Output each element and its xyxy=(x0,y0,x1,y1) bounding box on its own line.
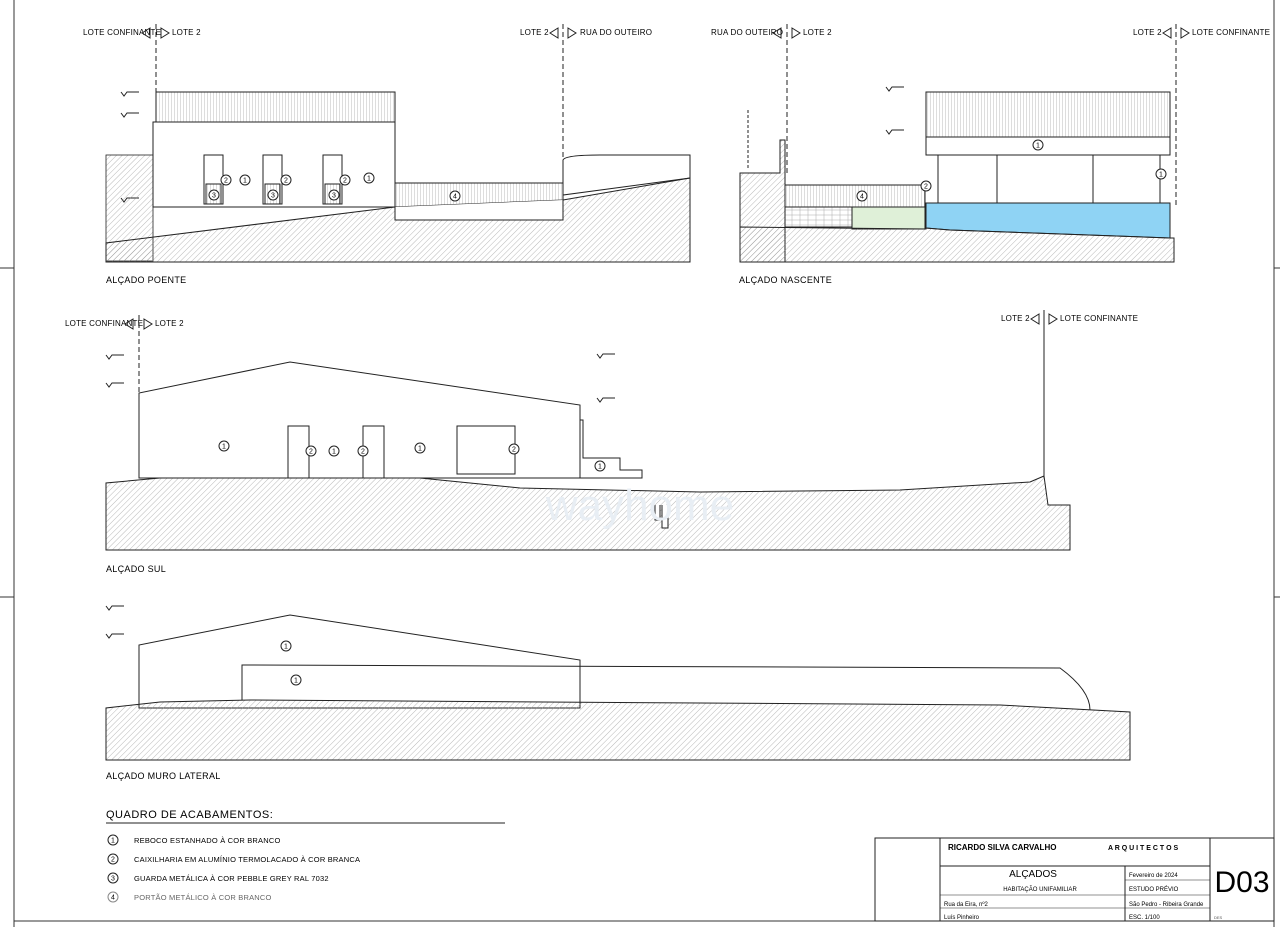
date: Fevereiro de 2024 xyxy=(1129,873,1178,879)
openings xyxy=(287,425,516,479)
firm-name: A R Q U I T E C T O S xyxy=(1108,845,1178,852)
svg-text:2: 2 xyxy=(343,178,347,185)
garden xyxy=(851,206,926,230)
svg-text:4: 4 xyxy=(453,194,457,201)
marker-label: RUA DO OUTEIRO xyxy=(711,28,783,37)
marker-label: LOTE CONFINANTE xyxy=(1192,28,1270,37)
marker-label: LOTE 2 xyxy=(1001,314,1030,323)
project-name: HABITAÇÃO UNIFAMILIAR xyxy=(1003,886,1077,893)
ground-section xyxy=(105,475,1071,551)
marker-label: LOTE 2 xyxy=(155,319,184,328)
property-marker-right: LOTE 2 LOTE CONFINANTE xyxy=(1001,310,1138,478)
callout-numbers: 2 1 3 2 3 2 3 1 4 xyxy=(212,176,457,201)
ground-section xyxy=(739,226,1175,263)
elevation-title: ALÇADO MURO LATERAL xyxy=(106,771,221,781)
marker-label: LOTE CONFINANTE xyxy=(1060,314,1138,323)
sheet-number: D03 xyxy=(1214,866,1269,899)
paving xyxy=(784,206,853,228)
scale: ESC. 1/100 xyxy=(1129,915,1160,921)
elevation-nascente: RUA DO OUTEIRO LOTE 2 LOTE 2 LOTE CONFIN… xyxy=(711,24,1270,285)
level-marks xyxy=(105,353,615,403)
elevation-muro-lateral: 1 1 ALÇADO MURO LATERAL xyxy=(105,605,1131,781)
svg-text:1: 1 xyxy=(1036,143,1040,150)
svg-text:1: 1 xyxy=(332,449,336,456)
boundary-fence xyxy=(784,184,926,208)
svg-text:2: 2 xyxy=(224,178,228,185)
legend-num: 1 xyxy=(111,838,115,845)
legend-num: 2 xyxy=(111,857,115,864)
svg-text:2: 2 xyxy=(361,449,365,456)
legend-title: QUADRO DE ACABAMENTOS: xyxy=(106,809,273,821)
address: Rua da Eira, nº2 xyxy=(944,901,989,908)
marker-label: RUA DO OUTEIRO xyxy=(580,28,652,37)
elevation-sul: LOTE CONFINANTE LOTE 2 LOTE 2 LOTE CONFI… xyxy=(65,310,1138,574)
svg-text:1: 1 xyxy=(222,444,226,451)
svg-text:1: 1 xyxy=(418,446,422,453)
street-wall xyxy=(562,154,691,196)
legend-item: GUARDA METÁLICA À COR PEBBLE GREY RAL 70… xyxy=(134,874,329,883)
svg-text:1: 1 xyxy=(1159,172,1163,179)
callout-numbers: 1 4 2 1 xyxy=(860,143,1163,201)
ground-section xyxy=(105,699,1131,761)
svg-text:1: 1 xyxy=(367,176,371,183)
finish-callouts xyxy=(856,139,1167,202)
svg-text:3: 3 xyxy=(212,193,216,200)
level-marks xyxy=(105,605,124,639)
boundary-wall xyxy=(138,614,581,709)
elevation-title: ALÇADO NASCENTE xyxy=(739,275,832,285)
marker-label: LOTE CONFINANTE xyxy=(65,319,143,328)
roof xyxy=(155,91,396,123)
property-marker-right: LOTE 2 LOTE CONFINANTE xyxy=(1133,24,1270,208)
svg-text:1: 1 xyxy=(284,644,288,651)
facade-band xyxy=(925,136,1171,156)
wall-line xyxy=(241,664,1091,711)
watermark: wayhome xyxy=(545,481,734,530)
legend-item: PORTÃO METÁLICO À COR BRANCO xyxy=(134,893,272,902)
svg-text:2: 2 xyxy=(284,178,288,185)
marker-label: LOTE 2 xyxy=(803,28,832,37)
elevation-title: ALÇADO POENTE xyxy=(106,275,186,285)
svg-text:2: 2 xyxy=(924,184,928,191)
finishes-legend: QUADRO DE ACABAMENTOS: 1 2 3 4 REBOCO ES… xyxy=(106,809,505,903)
svg-text:2: 2 xyxy=(512,447,516,454)
finish-callouts xyxy=(208,172,461,202)
legend-markers xyxy=(107,834,119,903)
title-block: RICARDO SILVA CARVALHO A R Q U I T E C T… xyxy=(874,837,1275,922)
svg-text:4: 4 xyxy=(860,194,864,201)
terrace-steps xyxy=(579,419,643,479)
marker-label: LOTE 2 xyxy=(520,28,549,37)
svg-text:1: 1 xyxy=(243,178,247,185)
svg-text:2: 2 xyxy=(309,449,313,456)
elevation-title: ALÇADO SUL xyxy=(106,564,166,574)
property-marker-left: RUA DO OUTEIRO LOTE 2 xyxy=(711,24,832,173)
svg-text:3: 3 xyxy=(332,193,336,200)
svg-text:3: 3 xyxy=(271,193,275,200)
svg-text:1: 1 xyxy=(598,464,602,471)
marker-label: LOTE 2 xyxy=(172,28,201,37)
des-label: DES xyxy=(1214,915,1223,920)
legend-num: 3 xyxy=(111,876,115,883)
legend-item: REBOCO ESTANHADO À COR BRANCO xyxy=(134,836,281,845)
drawing-name: ALÇADOS xyxy=(1009,869,1057,880)
finish-callouts xyxy=(280,640,302,686)
architect-name: RICARDO SILVA CARVALHO xyxy=(948,843,1056,852)
phase: ESTUDO PRÉVIO xyxy=(1129,886,1179,893)
callout-numbers: 1 1 xyxy=(284,644,298,685)
level-marks xyxy=(747,86,904,168)
glazing xyxy=(937,154,1161,204)
elevation-poente: LOTE CONFINANTE LOTE 2 LOTE 2 RUA DO OUT… xyxy=(83,24,691,285)
legend-item: CAIXILHARIA EM ALUMÍNIO TERMOLACADO À CO… xyxy=(134,855,360,864)
svg-text:1: 1 xyxy=(294,678,298,685)
location: São Pedro - Ribeira Grande xyxy=(1129,902,1204,908)
client: Luís Pinheiro xyxy=(944,915,980,921)
roof xyxy=(925,91,1171,138)
marker-label: LOTE 2 xyxy=(1133,28,1162,37)
legend-num: 4 xyxy=(111,895,115,902)
finish-callouts xyxy=(218,440,606,472)
marker-label: LOTE CONFINANTE xyxy=(83,28,161,37)
callout-numbers: 1 2 1 2 1 2 1 xyxy=(222,444,602,471)
